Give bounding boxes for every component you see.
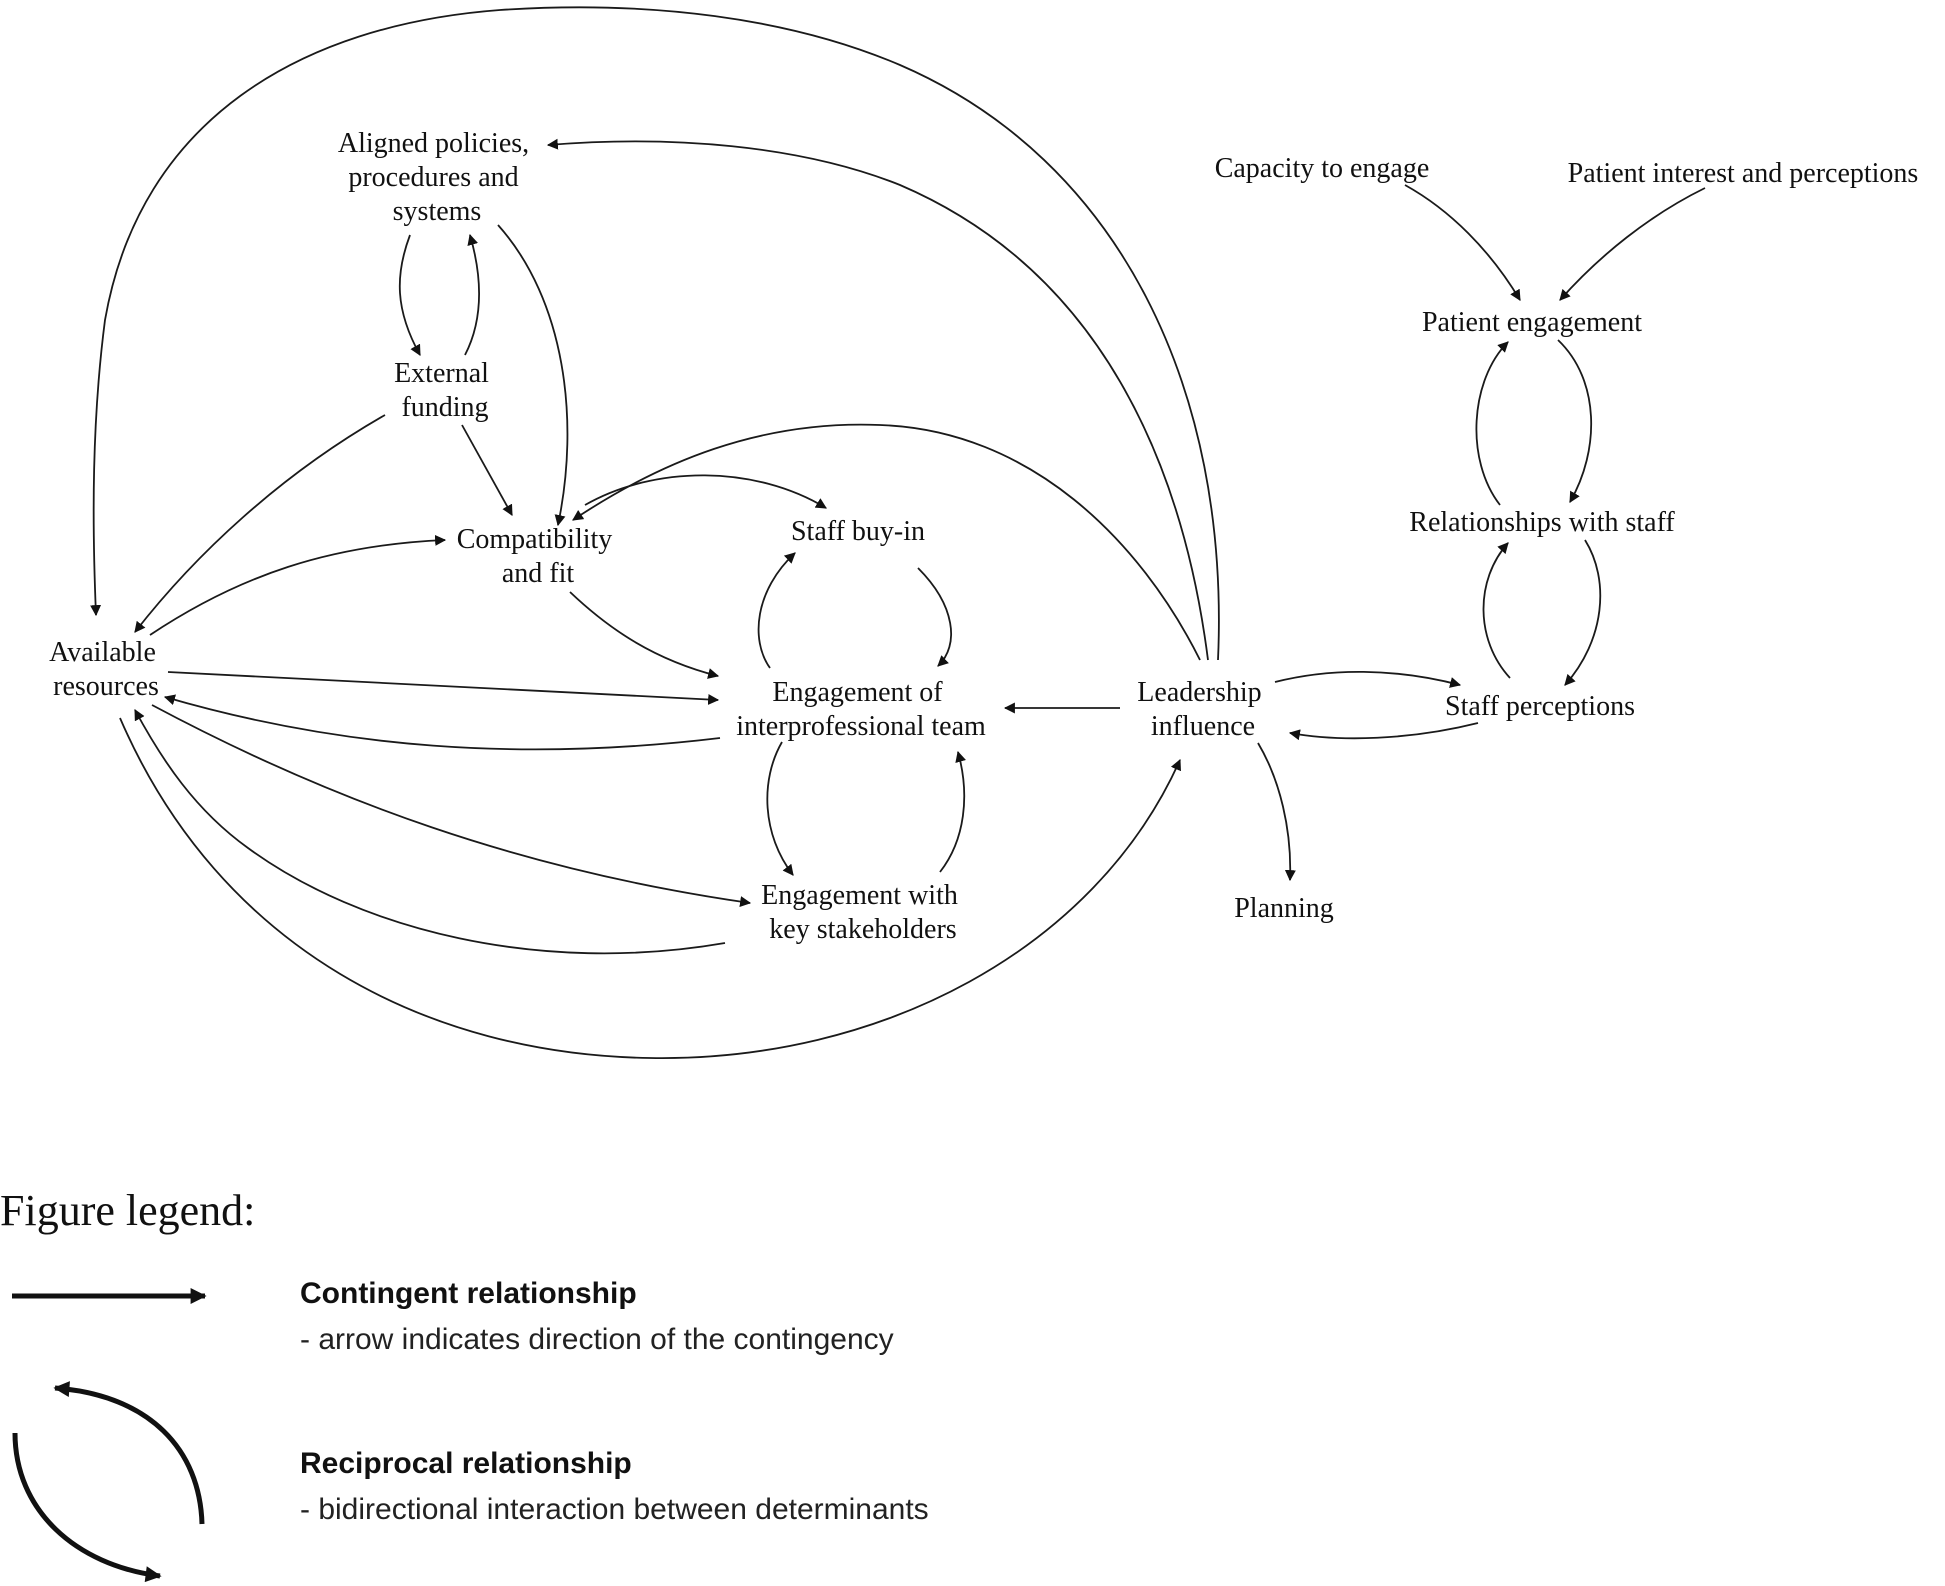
node-external-funding: External funding (394, 358, 496, 423)
edge-stake-to-team (939, 750, 966, 873)
legend-symbols (12, 1288, 207, 1583)
edge-capacity-to-patient (1404, 184, 1521, 301)
edge-patient-to-relationships (1557, 339, 1592, 503)
node-available-resources: Available resources (49, 637, 163, 702)
node-patient-engagement: Patient engagement (1422, 307, 1642, 338)
node-capacity-to-engage: Capacity to engage (1215, 153, 1430, 184)
node-planning: Planning (1234, 893, 1334, 924)
node-staff-buy-in: Staff buy-in (791, 516, 925, 547)
node-compatibility-fit: Compatibility and fit (457, 524, 620, 589)
legend-contingent-description: - arrow indicates direction of the conti… (300, 1323, 894, 1356)
diagram-nodes: Aligned policies, procedures and systems… (49, 128, 1918, 945)
node-staff-perceptions: Staff perceptions (1445, 691, 1635, 722)
edge-external-to-compat (461, 424, 513, 516)
edge-team-to-buyin (757, 552, 796, 669)
edge-external-to-aligned (464, 233, 481, 356)
node-patient-interest-perceptions: Patient interest and perceptions (1568, 158, 1919, 189)
node-leadership-influence: Leadership influence (1137, 677, 1268, 742)
edge-aligned-to-compat (497, 224, 569, 527)
edge-leader-to-planning (1257, 742, 1296, 882)
edge-aligned-to-external (398, 234, 421, 356)
edge-staffperc-to-relationships (1482, 542, 1511, 679)
node-aligned-policies: Aligned policies, procedures and systems (338, 128, 536, 227)
legend-reciprocal-arc-top (53, 1381, 205, 1525)
edge-leader-to-aligned (546, 138, 1209, 661)
edge-leader-to-staffperc (1274, 670, 1462, 688)
legend-title: Figure legend: (0, 1186, 256, 1235)
edge-buyin-to-team (917, 567, 952, 667)
edge-interest-to-patient (1559, 187, 1706, 301)
edge-available-to-stake (151, 704, 752, 908)
node-engagement-key-stakeholders: Engagement with key stakeholders (761, 880, 965, 945)
edge-available-to-compat (149, 534, 447, 636)
edge-leader-to-available-top (90, 6, 1220, 661)
diagram-edges (90, 6, 1706, 1059)
node-engagement-interprofessional-team: Engagement of interprofessional team (736, 677, 986, 742)
legend-reciprocal-description: - bidirectional interaction between dete… (300, 1493, 929, 1526)
node-relationships-with-staff: Relationships with staff (1409, 507, 1675, 538)
edge-compat-to-buyin (584, 474, 827, 509)
legend-reciprocal-arc-bottom (12, 1432, 162, 1583)
edge-compat-to-team (569, 591, 720, 679)
legend-contingent-title: Contingent relationship (300, 1277, 637, 1310)
edge-external-to-available (134, 414, 386, 633)
edge-available-to-leader (119, 717, 1181, 1059)
edge-relationships-to-staffperc (1564, 539, 1602, 686)
legend-reciprocal-title: Reciprocal relationship (300, 1447, 632, 1480)
edge-leader-to-compat (572, 423, 1201, 661)
edge-team-to-available (163, 694, 721, 751)
edge-staffperc-to-leader (1288, 722, 1479, 741)
edge-available-to-team (167, 671, 720, 705)
edge-relationships-to-patient (1475, 341, 1509, 506)
edge-team-to-stake (766, 741, 794, 876)
edge-stake-to-available (134, 709, 726, 955)
